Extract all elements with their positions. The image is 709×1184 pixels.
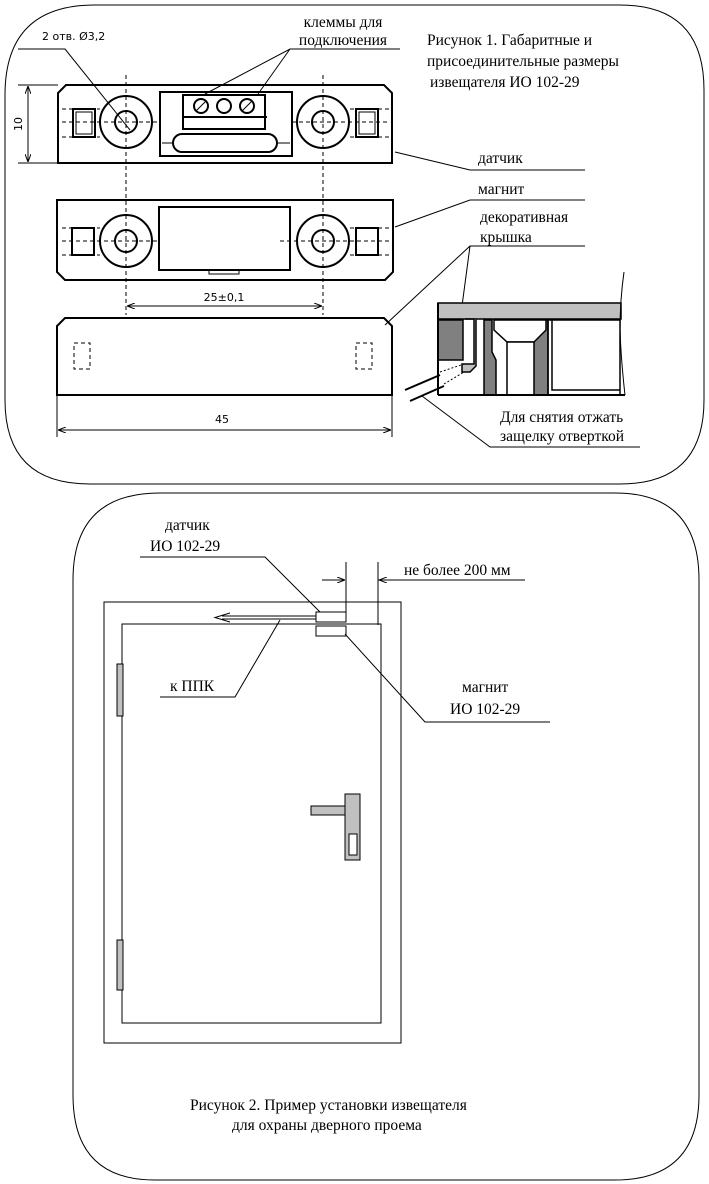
cover-label-line1: декоративная — [480, 209, 568, 226]
figure2-frame — [72, 492, 700, 1181]
distance-dimension: не более 200 мм — [322, 562, 525, 625]
figure2-caption-line1: Рисунок 2. Пример установки извещателя — [190, 1097, 467, 1114]
holes-label: 2 отв. Ø3,2 — [42, 30, 105, 43]
length-dimension: 45 — [56, 395, 393, 437]
wire-arrow — [213, 612, 316, 623]
magnet-label-2-line2: ИО 102-29 — [450, 701, 520, 718]
magnet-drawing — [56, 199, 394, 281]
terminals-label-line1: клеммы для — [304, 14, 383, 31]
panel-label: к ППК — [170, 678, 215, 695]
magnet-label-2-line1: магнит — [462, 679, 509, 696]
spacing-dimension: 25±0,1 — [127, 291, 322, 306]
terminals-label-line2: подключения — [299, 32, 387, 49]
distance-label: не более 200 мм — [404, 562, 511, 579]
removal-note-line1: Для снятия отжать — [500, 409, 623, 426]
spacing-dimension-label: 25±0,1 — [204, 291, 245, 304]
sensor-drawing — [57, 75, 393, 315]
figure1-caption-line2: присоединительные размеры — [427, 53, 619, 70]
cover-label-line2: крышка — [480, 229, 532, 246]
height-dimension-label: 10 — [12, 117, 25, 131]
magnet-label: магнит — [478, 181, 525, 198]
cover-drawing — [56, 317, 393, 396]
figure1-frame — [4, 4, 705, 485]
cover-section-view — [404, 271, 626, 402]
sensor-mounted — [315, 611, 347, 623]
magnet-mounted — [315, 625, 347, 637]
door-drawing — [103, 601, 402, 1044]
sensor-label: датчик — [478, 150, 523, 167]
figure1-caption-line1: Рисунок 1. Габаритные и — [427, 32, 592, 49]
figure1-caption-line3: извещателя ИО 102-29 — [430, 74, 580, 91]
door-handle — [310, 793, 361, 861]
height-dimension: 10 — [12, 84, 58, 164]
length-dimension-label: 45 — [215, 413, 229, 426]
sensor-label-2-line2: ИО 102-29 — [150, 538, 220, 555]
sensor-label-2-line1: датчик — [165, 517, 210, 534]
removal-note-line2: защелку отверткой — [500, 428, 624, 445]
figure2-caption-line2: для охраны дверного проема — [232, 1117, 422, 1134]
